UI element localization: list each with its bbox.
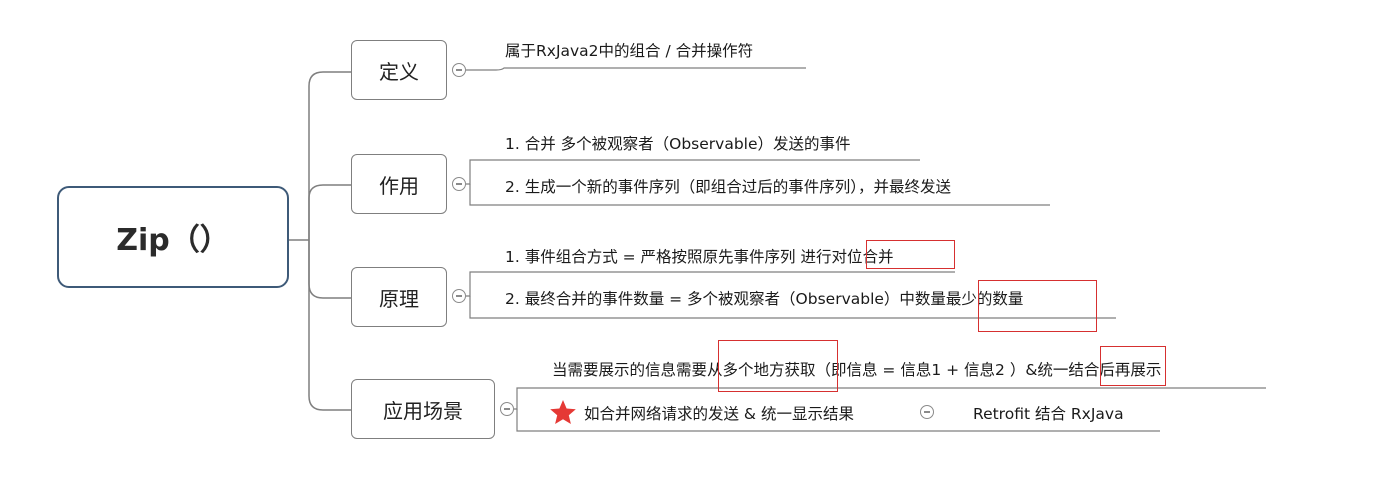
leaf-use-case-2: 如合并网络请求的发送 & 统一显示结果 xyxy=(584,405,854,423)
highlight-box xyxy=(1100,346,1166,386)
branch-principle[interactable]: 原理 xyxy=(351,267,447,327)
collapse-minus-icon[interactable] xyxy=(452,289,466,303)
leaf-purpose-2: 2. 生成一个新的事件序列（即组合过后的事件序列），并最终发送 xyxy=(505,178,951,196)
collapse-minus-icon[interactable] xyxy=(452,177,466,191)
branch-definition-label: 定义 xyxy=(379,59,419,84)
leaf-definition-1: 属于RxJava2中的组合 / 合并操作符 xyxy=(505,42,754,60)
branch-principle-label: 原理 xyxy=(379,286,419,311)
leaf-purpose-1: 1. 合并 多个被观察者（Observable）发送的事件 xyxy=(505,135,851,153)
red-star-icon xyxy=(550,400,576,424)
branch-definition[interactable]: 定义 xyxy=(351,40,447,100)
root-label: Zip（） xyxy=(116,223,230,258)
branch-purpose-label: 作用 xyxy=(379,173,419,198)
highlight-box xyxy=(718,340,838,392)
leaf-principle-2: 2. 最终合并的事件数量 = 多个被观察者（Observable）中数量最少的数… xyxy=(505,290,1024,308)
collapse-minus-icon[interactable] xyxy=(920,405,934,419)
root-node[interactable]: Zip（） xyxy=(57,186,289,288)
collapse-minus-icon[interactable] xyxy=(452,63,466,77)
collapse-minus-icon[interactable] xyxy=(500,402,514,416)
leaf-principle-1: 1. 事件组合方式 = 严格按照原先事件序列 进行对位合并 xyxy=(505,248,894,266)
highlight-box xyxy=(866,240,955,269)
branch-use-case-label: 应用场景 xyxy=(383,398,463,423)
highlight-box xyxy=(978,280,1097,332)
leaf-use-case-sub: Retrofit 结合 RxJava xyxy=(973,405,1124,423)
branch-purpose[interactable]: 作用 xyxy=(351,154,447,214)
leaf-use-case-1: 当需要展示的信息需要从多个地方获取（即信息 = 信息1 + 信息2 ）&统一结合… xyxy=(552,361,1162,379)
branch-use-case[interactable]: 应用场景 xyxy=(351,379,495,439)
